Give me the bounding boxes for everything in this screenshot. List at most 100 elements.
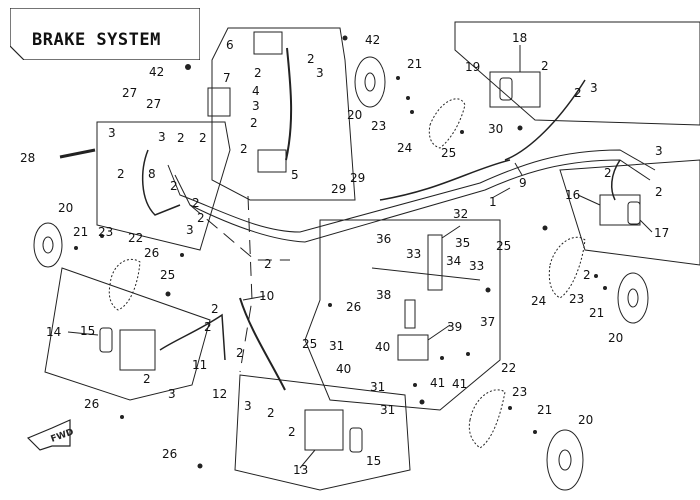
callout-25: 25 [496, 239, 511, 253]
master-cylinder-5 [257, 149, 287, 173]
callout-13: 13 [293, 463, 308, 477]
callout-38: 38 [376, 288, 391, 302]
callout-21: 21 [537, 403, 552, 417]
bolt [342, 35, 348, 41]
callout-27: 27 [146, 97, 161, 111]
caliper-14-body [119, 329, 156, 371]
disc-20-top-inner [364, 72, 376, 92]
callout-21: 21 [73, 225, 88, 239]
callout-42: 42 [365, 33, 380, 47]
caliper-39 [397, 334, 429, 361]
callout-40: 40 [375, 340, 390, 354]
callout-3: 3 [252, 99, 260, 113]
bolt [594, 274, 598, 278]
bolt [466, 352, 470, 356]
callout-26: 26 [346, 300, 361, 314]
callout-4: 4 [252, 84, 260, 98]
callout-33: 33 [406, 247, 421, 261]
bolt [603, 286, 607, 290]
callout-35: 35 [455, 236, 470, 250]
hose-to-16 [610, 159, 621, 201]
bolt [396, 76, 400, 80]
callout-20: 20 [608, 331, 623, 345]
bolt [185, 64, 191, 70]
disc-20-left-inner [42, 236, 54, 254]
callout-25: 25 [160, 268, 175, 282]
callout-18: 18 [512, 31, 527, 45]
caliper-18-body [489, 71, 541, 108]
callout-2: 2 [655, 185, 663, 199]
bolt [74, 246, 78, 250]
callout-2: 2 [192, 196, 200, 210]
rear-caliper-panel-top [454, 21, 700, 126]
title-frame [10, 8, 200, 60]
guard-22-left [108, 258, 141, 311]
spring-38 [404, 299, 416, 329]
callout-23: 23 [512, 385, 527, 399]
callout-15: 15 [366, 454, 381, 468]
callout-25: 25 [441, 146, 456, 160]
callout-14: 14 [46, 325, 61, 339]
caliper-16-body [599, 194, 641, 226]
guard-22-bottom [468, 389, 506, 449]
callout-26: 26 [162, 447, 177, 461]
callout-31: 31 [370, 380, 385, 394]
brake-line-11 [159, 313, 226, 361]
callout-20: 20 [578, 413, 593, 427]
callout-2: 2 [307, 52, 315, 66]
callout-3: 3 [186, 223, 194, 237]
leader-32 [441, 225, 461, 239]
callout-23: 23 [569, 292, 584, 306]
disc-20-right [617, 272, 649, 324]
callout-20: 20 [347, 108, 362, 122]
callout-2: 2 [267, 406, 275, 420]
guard-24-top [428, 98, 466, 149]
callout-7: 7 [223, 71, 231, 85]
callout-2: 2 [204, 320, 212, 334]
bolt [517, 125, 523, 131]
bolt [197, 463, 203, 469]
callout-3: 3 [590, 81, 598, 95]
callout-15: 15 [80, 324, 95, 338]
brake-hose-right [504, 79, 586, 161]
front-lines-panel [96, 121, 231, 251]
callout-37: 37 [480, 315, 495, 329]
pad-15-left [99, 327, 113, 353]
callout-22: 22 [128, 231, 143, 245]
callout-2: 2 [264, 257, 272, 271]
callout-24: 24 [397, 141, 412, 155]
bolt [440, 356, 444, 360]
callout-2: 2 [177, 131, 185, 145]
callout-20: 20 [58, 201, 73, 215]
leader-13 [299, 449, 316, 469]
callout-2: 2 [117, 167, 125, 181]
callout-23: 23 [98, 225, 113, 239]
callout-2: 2 [604, 166, 612, 180]
bolt [100, 234, 104, 238]
callout-6: 6 [226, 38, 234, 52]
cable-36 [371, 267, 481, 281]
callout-2: 2 [583, 268, 591, 282]
callout-24: 24 [531, 294, 546, 308]
callout-27: 27 [122, 86, 137, 100]
callout-23: 23 [371, 119, 386, 133]
callout-10: 10 [259, 289, 274, 303]
callout-2: 2 [288, 425, 296, 439]
dashed-routing-2 [189, 204, 290, 261]
callout-32: 32 [453, 207, 468, 221]
callout-1: 1 [489, 195, 497, 209]
bolt [120, 415, 124, 419]
callout-2: 2 [541, 59, 549, 73]
bolt [328, 303, 332, 307]
callout-30: 30 [488, 122, 503, 136]
guard-24-right [548, 236, 586, 299]
bolt [460, 130, 464, 134]
bolt [485, 287, 491, 293]
disc-20-bottom-inner [558, 449, 572, 471]
callout-29: 29 [350, 171, 365, 185]
brake-hose-9 [379, 159, 511, 201]
callout-41: 41 [452, 377, 467, 391]
callout-9: 9 [519, 176, 527, 190]
main-brake-line-inner [174, 159, 651, 243]
